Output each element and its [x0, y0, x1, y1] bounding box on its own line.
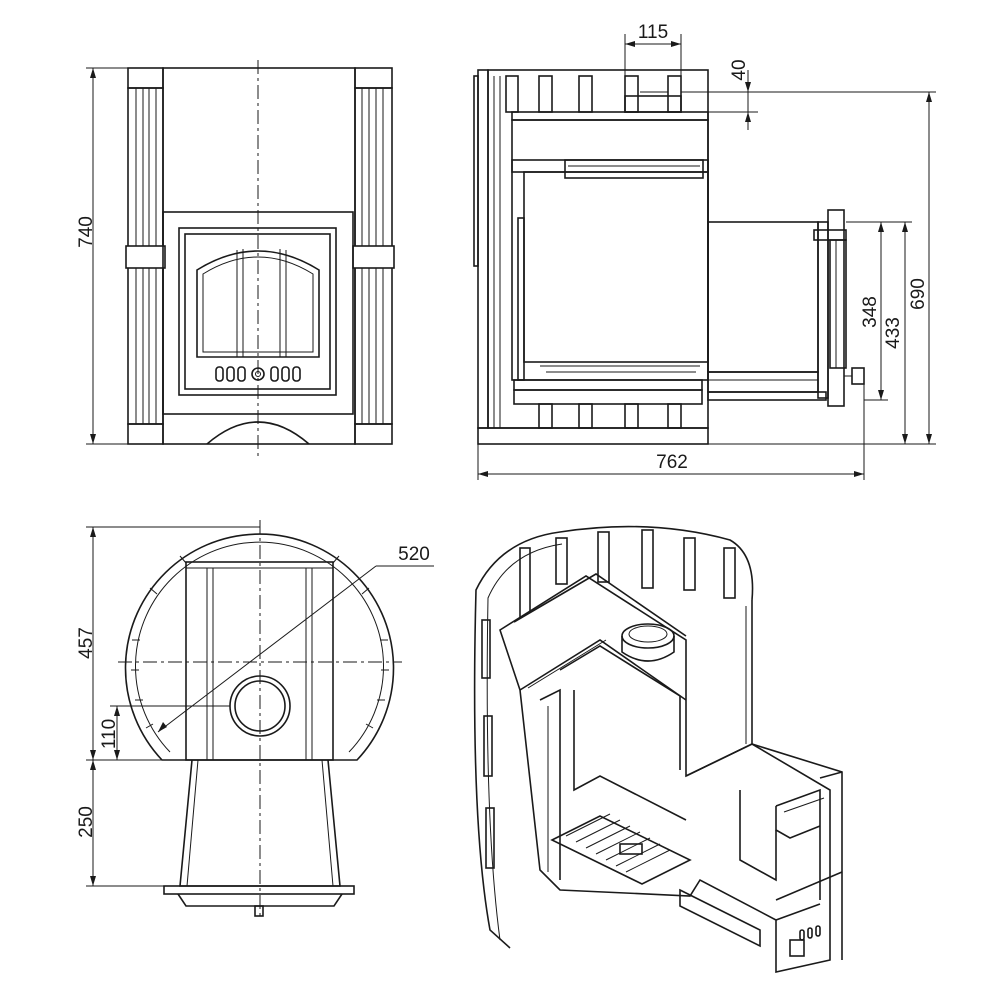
side-section-view: 115 40 690 433 348 762	[473, 22, 936, 480]
dim-762: 762	[656, 452, 688, 473]
dim-40: 40	[729, 59, 750, 80]
dim-250: 250	[76, 806, 97, 838]
dim-457: 457	[76, 627, 97, 659]
top-plan-view: 520 457 110 250	[76, 520, 434, 920]
dim-115: 115	[638, 22, 668, 43]
front-view: 740	[76, 60, 395, 458]
dim-740: 740	[76, 216, 97, 248]
isometric-cutaway-view	[473, 525, 843, 973]
dim-433: 433	[883, 317, 904, 349]
dim-110: 110	[99, 719, 120, 749]
dim-690: 690	[908, 278, 929, 310]
dim-348: 348	[860, 296, 881, 328]
dim-520: 520	[398, 544, 430, 565]
